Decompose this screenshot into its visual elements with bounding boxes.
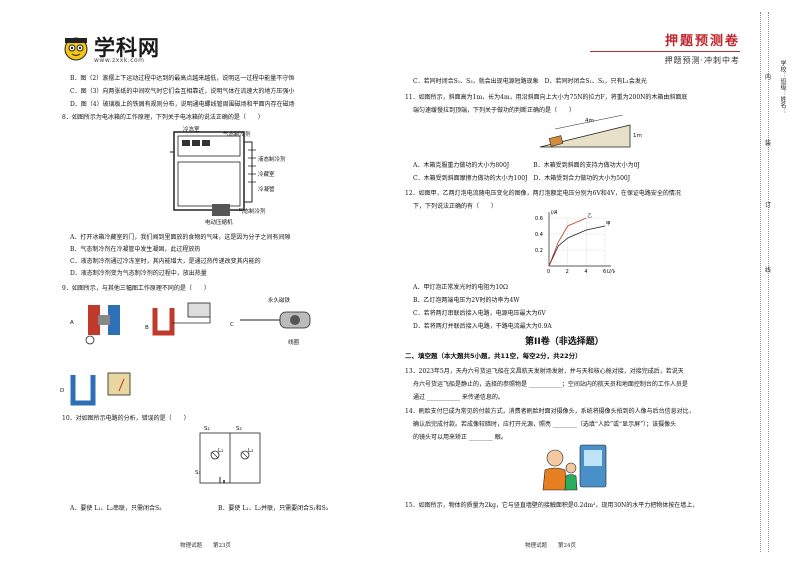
side-mark-staple: 订 (765, 202, 772, 209)
q13-line-3: 通过 ___________ 来传递信息的。 (413, 394, 504, 401)
q10-option-cd: C．若同时闭合S₁、S₃，就会出现电源短路现象 D．若同时闭合S₁、S₂，只有L… (413, 78, 647, 85)
label-gas-refrigerant-bottom: 气态制冷剂 (238, 209, 266, 215)
series-line-0 (548, 225, 606, 267)
q8-option-a: A．打开冰箱冷藏室的门，我们闻到里面放的食物的气味，这是因为分子之间有间隙 (70, 234, 291, 241)
q8-fridge-diagram (170, 131, 256, 216)
q11-options-cd: C．木箱受到斜面摩擦力做功的大小为100J D．木箱受到合力做功的大小为500J (413, 175, 631, 182)
q14-line-3: 的镜头可以用来矫正 ________ 眼。 (413, 434, 507, 441)
q12-stem-1: 12．如图甲，乙两灯泡电流随电压变化的图像，两灯泡额定电压分别为6V和4V，在保… (405, 190, 681, 197)
left-line-d: D．图（4）玻璃板上的铁屑有规则分布，说明通电螺线管周围磁场和平面内存在磁场 (70, 101, 295, 108)
q12-iu-chart: 0 2 4 6 0.2 0.4 0.6U/V I/A 甲 乙 (535, 210, 615, 275)
q10-label-s3: S₃ (236, 426, 242, 432)
q13-line-1: 13．2023年5月，天舟六号货运飞船在文昌航天发射场发射，并与天和核心舱对接，… (405, 368, 684, 375)
brand-header: 押题预测卷 押题预测·冲刺中考 (590, 30, 740, 66)
y-tick-label: 0.4 (535, 232, 543, 238)
q15-line-1: 15．如图所示，物体的质量为2kg，它与竖直墙壁的接触面积是0.2dm²，现用3… (405, 502, 699, 509)
series-label-0: 甲 (606, 221, 611, 227)
q8-stem: 8．如图所示为电冰箱的工作原理，下列关于电冰箱的说法正确的是（ ） (62, 114, 264, 121)
q14-face-pay-illustration (542, 444, 607, 491)
left-line-b: B．图（2）滚摆上下运动过程中达到的最高点越来越低，说明这一过程中能量不守恒 (70, 75, 295, 82)
y-axis-label: I/A (551, 210, 558, 216)
q8-option-d: D．液态制冷剂变为气态制冷剂的过程中，放出热量 (70, 270, 207, 277)
x-tick-label: 6 (603, 269, 606, 275)
logo-mascot-icon (64, 37, 88, 61)
q14-line-1: 14．刷脸支付已成为常见的付款方式，消费者刷脸时面对摄像头，系统将摄像头拍到的人… (405, 408, 695, 415)
q8-option-b: B．气态制冷剂在冷凝管中发生凝固，此过程放热 (70, 246, 201, 253)
q11-incline-diagram (539, 115, 631, 148)
q9-label-c: C (230, 322, 234, 328)
q12-option-d: D．若将两灯并联后接入电路，干路电流最大为0.9A (413, 323, 552, 330)
q10-option-b: B．要使 L₁、L₂并联，只需要闭合S₁和S₃ (218, 505, 329, 512)
q8-option-c: C．液态制冷剂通过冷冻室时，其内能增大，是通过热传递改变其内能的 (70, 258, 261, 265)
q10-label-l1: L₁ (218, 448, 224, 454)
series-line-1 (548, 217, 587, 267)
label-compressor: 电动压缩机 (205, 220, 233, 226)
y-tick-label: 0.6 (535, 216, 543, 222)
left-footer: 物理试题 第23页 (180, 543, 231, 549)
q11-stem-1: 11．如图所示，斜面高为1m，长为4m，用沿斜面向上大小为75N的拉力F，将重为… (405, 94, 688, 101)
binding-dots-1 (760, 12, 762, 552)
q9-caption-magnet: 永久磁铁 (268, 298, 291, 304)
q9-stem: 9．如图所示，与其他三幅图工作原理不同的是（ ） (62, 285, 210, 292)
q11-length-label: 4m (585, 118, 594, 124)
q10-label-l2: L₂ (248, 448, 254, 454)
q9-caption-coil: 线圈 (288, 340, 300, 346)
logo: 学科网 www.zxxk.com (62, 32, 182, 70)
label-liquid-refrigerant: 液态制冷剂 (258, 157, 286, 163)
q14-line-2: 确认后完成付款。若成像较暗时，应打开光源，照亮 ________（选填“人脸”或… (413, 421, 677, 428)
q10-option-a: A．要使 L₁、L₂串联，只需闭合S₂ (70, 505, 162, 512)
q10-label-s2: S₂ (204, 426, 210, 432)
q11-options-ab: A．木箱克服重力做功的大小为800J B．木箱受到斜面的支持力做功大小为0J (413, 162, 640, 169)
q9-label-b: B (145, 325, 149, 331)
label-cooling-compartment: 冷藏室 (258, 172, 275, 178)
q11-height-label: 1m (633, 133, 642, 139)
right-footer: 物理试题 第24页 (525, 543, 576, 549)
y-tick-label: 0.2 (535, 248, 543, 254)
side-mark-inner: 内 (765, 74, 772, 81)
q10-stem: 10．对如图所示电路的分析，错误的是（ ） (62, 415, 190, 422)
x-axis-label: U/V (607, 269, 615, 275)
q9-label-a: A (70, 320, 74, 326)
q10-label-s1: S₁ (195, 470, 201, 476)
label-freezer: 冷冻室 (183, 127, 200, 133)
x-tick-label: 4 (584, 269, 587, 275)
part2-subtitle: 二、填空题（本大题共5小题，共11空，每空2分，共22分） (405, 352, 582, 360)
q9-figure-c (240, 311, 311, 329)
q13-line-2: 舟六号货运飞船是静止的，选择的参照物是 ___________；空间站内的航天员… (413, 381, 688, 388)
x-tick-label: 2 (566, 269, 569, 275)
q12-option-a: A．甲灯泡正常发光时的电阻为10Ω (413, 284, 508, 291)
binding-dots-2 (768, 12, 770, 552)
q10-circuit-diagram (199, 432, 261, 484)
left-line-c: C．图（3）向两张纸的中间吹气时它们会互相靠近，说明气体在流速大的地方压强小 (70, 88, 295, 95)
label-gas-refrigerant-top: 气态制冷剂 (223, 132, 251, 138)
q12-option-c: C．若将两灯串联后接入电路，电源电压最大为6V (413, 310, 546, 317)
brand-title: 押题预测卷 (590, 30, 740, 52)
q11-stem-2: 端匀速缓慢拉到顶端，下列关于做功的判断正确的是（ ） (413, 107, 576, 114)
q9-label-d: D (60, 388, 65, 394)
q9-figure-a (85, 305, 120, 345)
q9-figure-b (152, 302, 211, 336)
x-tick-label: 0 (547, 269, 550, 275)
q9-figure-d (70, 372, 131, 406)
side-mark-bind: 装 (765, 140, 772, 147)
part2-title: 第II卷（非选择题） (525, 337, 604, 347)
logo-url: www.zxxk.com (94, 57, 145, 64)
side-student-info: 学校：班级：姓名： (779, 60, 786, 114)
q12-stem-2: 下，下列说法正确的有（ ） (413, 203, 498, 210)
label-condenser: 冷凝管 (258, 187, 275, 193)
brand-subtitle: 押题预测·冲刺中考 (664, 56, 740, 65)
q12-option-b: B．乙灯泡两端电压为2V时的功率为4W (413, 297, 520, 304)
series-label-1: 乙 (587, 212, 592, 219)
side-mark-line: 线 (765, 267, 772, 274)
logo-text: 学科网 (94, 36, 160, 60)
